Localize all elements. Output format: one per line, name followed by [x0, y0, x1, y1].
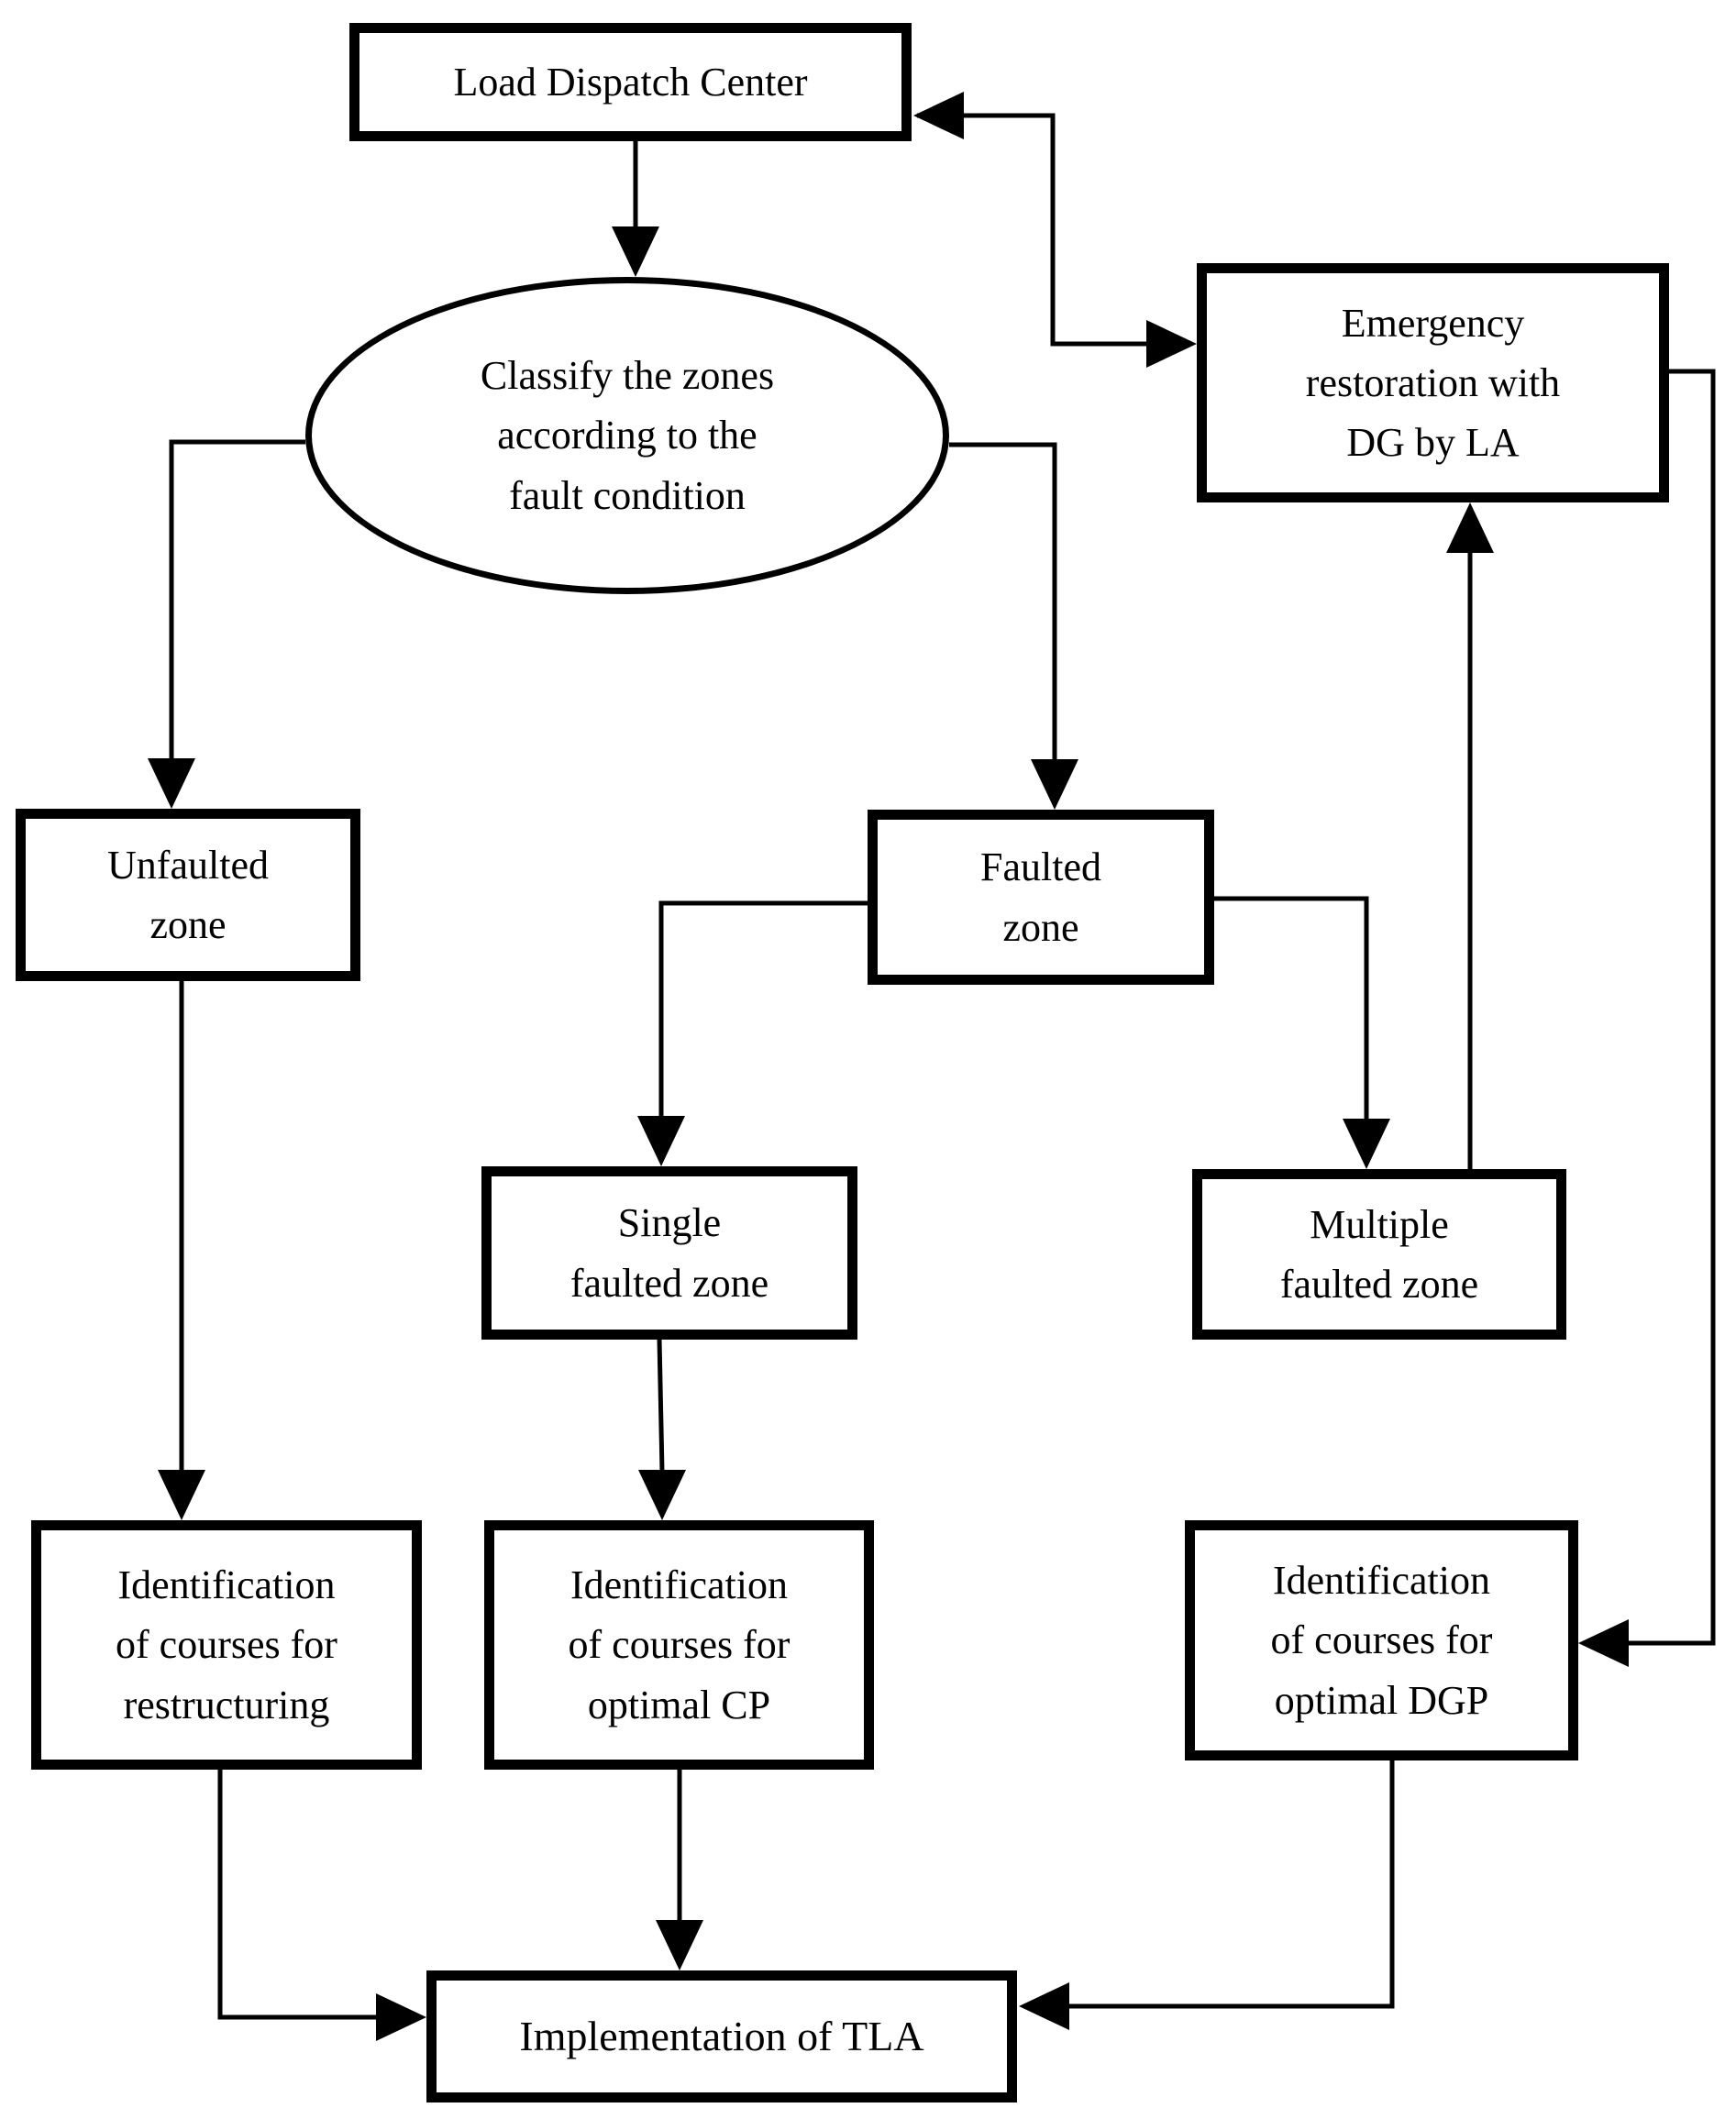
node-emergency-restoration: Emergency restoration with DG by LA — [1197, 263, 1669, 502]
arrow-faulted-to-multiple — [1214, 896, 1390, 1169]
node-load-dispatch-center: Load Dispatch Center — [349, 23, 912, 141]
node-identification-restructuring: Identification of courses for restructur… — [31, 1520, 422, 1770]
node-faulted-zone-label: Faulted zone — [980, 844, 1101, 950]
arrow-ldc-emergency-bidirectional — [913, 92, 1197, 368]
node-unfaulted-zone-label: Unfaulted zone — [107, 842, 269, 947]
node-unfaulted-zone: Unfaulted zone — [16, 809, 360, 981]
arrow-cp-to-tla — [656, 1770, 703, 1970]
arrow-ldc-to-classify — [612, 141, 659, 277]
node-classify-zones-label: Classify the zones according to the faul… — [480, 353, 775, 518]
arrow-classify-to-faulted — [949, 442, 1078, 810]
arrow-single-to-cp — [638, 1339, 686, 1520]
node-identification-optimal-dgp: Identification of courses for optimal DG… — [1185, 1520, 1578, 1760]
arrow-unfaulted-to-restructuring — [158, 981, 205, 1520]
node-identification-optimal-dgp-label: Identification of courses for optimal DG… — [1270, 1558, 1493, 1723]
arrow-multiple-to-emergency — [1446, 502, 1494, 1169]
arrow-emergency-to-dgp — [1578, 369, 1716, 1667]
arrow-classify-to-unfaulted — [148, 439, 305, 809]
node-classify-zones: Classify the zones according to the faul… — [305, 277, 949, 594]
node-identification-restructuring-label: Identification of courses for restructur… — [116, 1562, 337, 1727]
node-implementation-tla: Implementation of TLA — [426, 1970, 1017, 2102]
arrow-faulted-to-single — [637, 900, 868, 1166]
node-identification-optimal-cp-label: Identification of courses for optimal CP — [568, 1562, 791, 1727]
arrow-dgp-to-tla — [1019, 1760, 1395, 2030]
arrow-restructuring-to-tla — [217, 1770, 426, 2041]
node-load-dispatch-center-label: Load Dispatch Center — [453, 59, 808, 105]
node-identification-optimal-cp: Identification of courses for optimal CP — [484, 1520, 874, 1770]
node-implementation-tla-label: Implementation of TLA — [519, 2012, 924, 2059]
node-single-faulted-zone-label: Single faulted zone — [569, 1200, 769, 1306]
node-emergency-restoration-label: Emergency restoration with DG by LA — [1305, 300, 1561, 466]
node-multiple-faulted-zone: Multiple faulted zone — [1192, 1169, 1566, 1340]
node-multiple-faulted-zone-label: Multiple faulted zone — [1279, 1201, 1479, 1307]
node-faulted-zone: Faulted zone — [868, 810, 1214, 985]
node-single-faulted-zone: Single faulted zone — [481, 1166, 857, 1340]
